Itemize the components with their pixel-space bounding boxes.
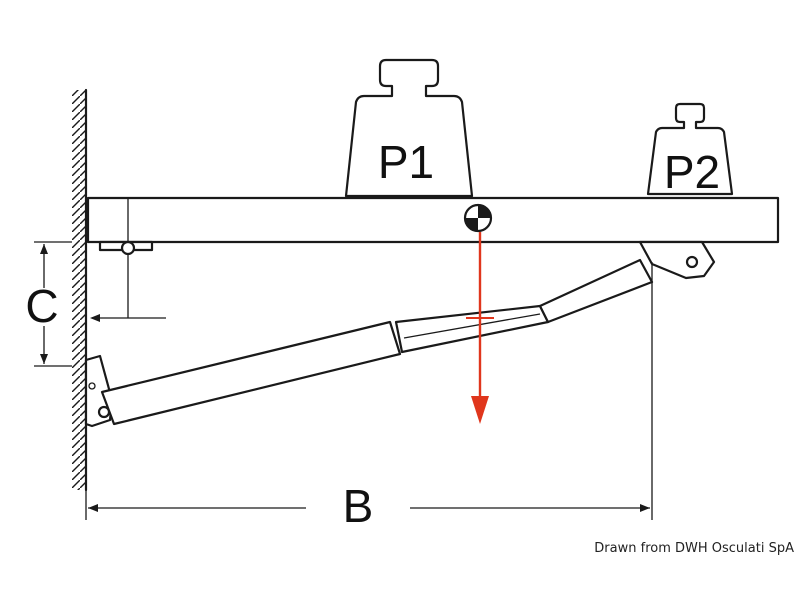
wall — [72, 88, 88, 492]
credit-text: Drawn from DWH Osculati SpA — [594, 541, 794, 556]
center-of-gravity-icon — [463, 203, 493, 233]
dimension-b-label: B — [343, 480, 374, 532]
force-arrow — [466, 232, 494, 424]
weight-p2-label: P2 — [664, 146, 720, 198]
dimension-c-label: C — [25, 280, 58, 332]
upper-hinge — [98, 240, 154, 256]
weight-p1: P1 — [344, 58, 474, 198]
dimension-c: C — [25, 241, 166, 367]
dimension-b: B — [85, 262, 653, 532]
horizontal-arm — [86, 196, 780, 244]
weight-p2: P2 — [646, 102, 734, 198]
weight-p1-label: P1 — [378, 136, 434, 188]
gas-strut — [84, 240, 716, 428]
